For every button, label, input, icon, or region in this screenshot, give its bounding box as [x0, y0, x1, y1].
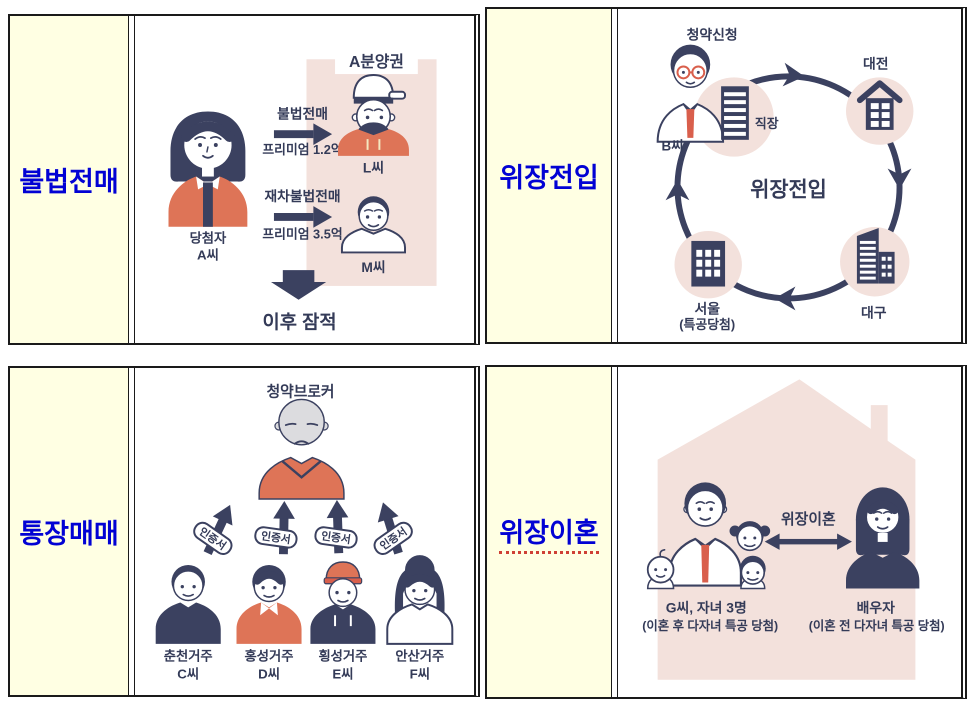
baby-icon — [646, 549, 675, 590]
seller-f-avatar — [386, 555, 454, 645]
down-arrow-icon — [270, 270, 327, 300]
panel-fake-divorce: 위장이혼 — [485, 365, 967, 699]
buyer-l-avatar — [338, 74, 409, 156]
seller-c-id: C씨 — [177, 666, 199, 681]
husband-subcaption: (이혼 후 다자녀 특공 당첨) — [642, 618, 778, 633]
account-trading-diagram: 청약브로커 — [135, 368, 474, 695]
outcome-label: 이후 잠적 — [263, 311, 337, 332]
certificate-tag: 인증서 — [254, 526, 298, 549]
panel-account-trading: 통장매매 청약브로커 — [8, 366, 480, 697]
daejeon-label: 대전 — [863, 55, 889, 71]
certificate-tag: 인증서 — [373, 521, 413, 556]
seller-f-id: F씨 — [410, 666, 430, 681]
applicant-b-avatar — [656, 44, 725, 143]
seller-e-region: 횡성거주 — [318, 648, 367, 664]
winner-name: 당첨자 — [190, 230, 227, 246]
svg-text:인증서: 인증서 — [260, 528, 292, 546]
husband-avatar — [668, 482, 743, 587]
apply-label: 청약신청 — [687, 27, 738, 43]
daegu-label: 대구 — [861, 304, 887, 320]
winner-avatar — [168, 111, 248, 227]
seoul-label: 서울 — [694, 300, 720, 316]
buyer-l-label: L씨 — [363, 161, 384, 176]
svg-text:인증서: 인증서 — [320, 528, 352, 546]
glasses-icon — [676, 65, 706, 80]
badge-label: A분양권 — [349, 52, 404, 71]
office-icon — [856, 228, 895, 284]
house-silhouette — [657, 379, 916, 680]
broker-label: 청약브로커 — [267, 382, 335, 400]
wife-avatar — [846, 487, 920, 589]
label-cell-fake-move-in: 위장전입 — [487, 9, 611, 342]
seoul-node — [674, 231, 742, 299]
seller-c-region: 춘천거주 — [164, 649, 213, 664]
broker-avatar — [258, 398, 345, 500]
fake-move-in-diagram: 대전 — [618, 9, 961, 342]
house-icon — [856, 80, 903, 130]
double-rule — [611, 9, 618, 342]
daejeon-node — [846, 77, 914, 145]
workplace-label: 직장 — [755, 116, 779, 131]
panel-label: 위장이혼 — [499, 511, 599, 554]
label-cell-fake-divorce: 위장이혼 — [487, 367, 611, 697]
winner-id: A씨 — [197, 247, 219, 262]
double-rule — [611, 367, 618, 697]
buyer-m-label: M씨 — [361, 260, 385, 275]
double-rule — [128, 368, 135, 695]
son-icon — [739, 555, 766, 590]
seller-f-region: 안산거주 — [395, 648, 444, 664]
divorce-arrow — [764, 533, 852, 550]
seller-e-id: E씨 — [332, 666, 353, 681]
resale-arrow-2-sub: 프리미엄 3.5억 — [262, 227, 342, 242]
applicant-b-group — [656, 44, 774, 157]
apartment-icon — [691, 240, 726, 287]
wife-subcaption: (이혼 전 다자녀 특공 당첨) — [809, 618, 945, 633]
badge-box — [335, 48, 418, 75]
panel-label: 통장매매 — [19, 519, 119, 549]
applicant-b-label: B씨 — [662, 139, 684, 154]
seoul-sublabel: (특공당첨) — [679, 317, 735, 332]
seller-e-avatar — [310, 561, 376, 644]
seller-d-id: D씨 — [258, 666, 280, 681]
cycle-center-label: 위장전입 — [750, 178, 827, 201]
divorce-label: 위장이혼 — [781, 510, 836, 528]
resale-arrow-1 — [273, 123, 333, 146]
daegu-node — [840, 227, 910, 297]
resale-arrow-2-title: 재차불법전매 — [264, 188, 340, 204]
wife-caption: 배우자 — [857, 599, 896, 615]
panel-label: 불법전매 — [19, 167, 119, 197]
panel-fake-move-in: 위장전입 — [485, 7, 967, 344]
seller-c-avatar — [155, 565, 221, 644]
fake-divorce-diagram: 위장이혼 — [618, 367, 961, 697]
resale-arrow-1-sub: 프리미엄 1.2억 — [262, 142, 342, 157]
certificate-tag: 인증서 — [314, 526, 358, 549]
seller-d-region: 홍성거주 — [245, 648, 294, 664]
resale-arrow-1-title: 불법전매 — [277, 105, 328, 121]
double-rule — [128, 16, 135, 343]
buyer-m-avatar — [340, 196, 407, 254]
illegal-resale-diagram: A분양권 당첨자 A씨 — [135, 16, 474, 343]
husband-caption: G씨, 자녀 3명 — [666, 599, 747, 615]
label-cell-account-trading: 통장매매 — [10, 368, 128, 695]
panel-label: 위장전입 — [499, 163, 599, 193]
daughter-icon — [729, 521, 771, 552]
panel-illegal-resale: 불법전매 A분양권 — [8, 14, 480, 345]
label-cell-illegal-resale: 불법전매 — [10, 16, 128, 343]
seller-d-avatar — [236, 565, 302, 644]
workplace-building-icon — [721, 86, 749, 140]
cycle-arrowheads — [665, 62, 912, 311]
resale-arrow-2 — [273, 206, 333, 228]
